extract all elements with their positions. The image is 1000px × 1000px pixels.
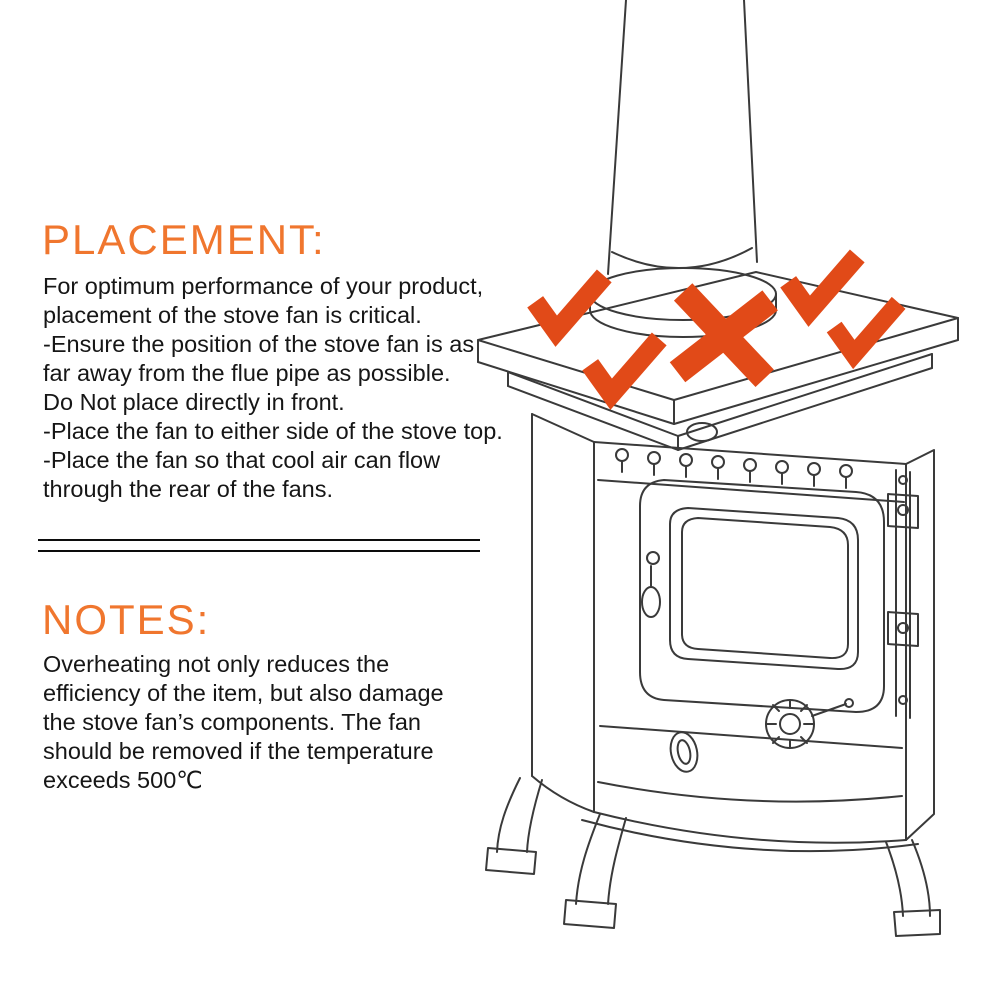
notes-line: should be removed if the temperature — [43, 738, 434, 764]
notes-line: the stove fan’s components. The fan — [43, 709, 421, 735]
stove-top-drawing — [477, 271, 959, 451]
notes-heading: NOTES: — [42, 596, 211, 643]
placement-line: through the rear of the fans. — [43, 476, 334, 502]
ash-drawer-drawing — [597, 698, 903, 803]
flue-pipe-drawing — [589, 0, 777, 338]
placement-line: -Place the fan so that cool air can flow — [43, 447, 441, 473]
placement-line: -Ensure the position of the stove fan is… — [43, 331, 475, 357]
notes-line: efficiency of the item, but also damage — [43, 680, 444, 706]
notes-line: exceeds 500℃ — [43, 767, 203, 793]
door-knob-drawing — [641, 586, 661, 618]
section-divider — [38, 539, 480, 552]
stove-legs-drawing — [485, 777, 941, 937]
placement-heading: PLACEMENT: — [42, 216, 326, 263]
placement-line: For optimum performance of your product, — [43, 273, 484, 299]
check-icon — [582, 332, 667, 410]
stove-door-drawing — [639, 479, 885, 713]
drawer-handle-drawing — [669, 731, 699, 773]
placement-line: far away from the flue pipe as possible. — [43, 360, 451, 386]
check-icon — [780, 249, 865, 327]
check-icon — [527, 269, 612, 347]
stove-body-drawing — [531, 413, 935, 853]
check-icon — [826, 296, 906, 370]
cross-icon — [669, 283, 778, 388]
placement-line: placement of the stove fan is critical. — [43, 302, 422, 328]
notes-line: Overheating not only reduces the — [43, 651, 390, 677]
hinge-column-drawing — [887, 469, 919, 719]
door-latch-drawing — [646, 551, 660, 565]
notes-text: Overheating not only reduces the efficie… — [43, 650, 444, 795]
placement-line: -Place the fan to either side of the sto… — [43, 418, 503, 444]
placement-text: For optimum performance of your product,… — [43, 272, 503, 504]
placement-line: Do Not place directly in front. — [43, 389, 345, 415]
